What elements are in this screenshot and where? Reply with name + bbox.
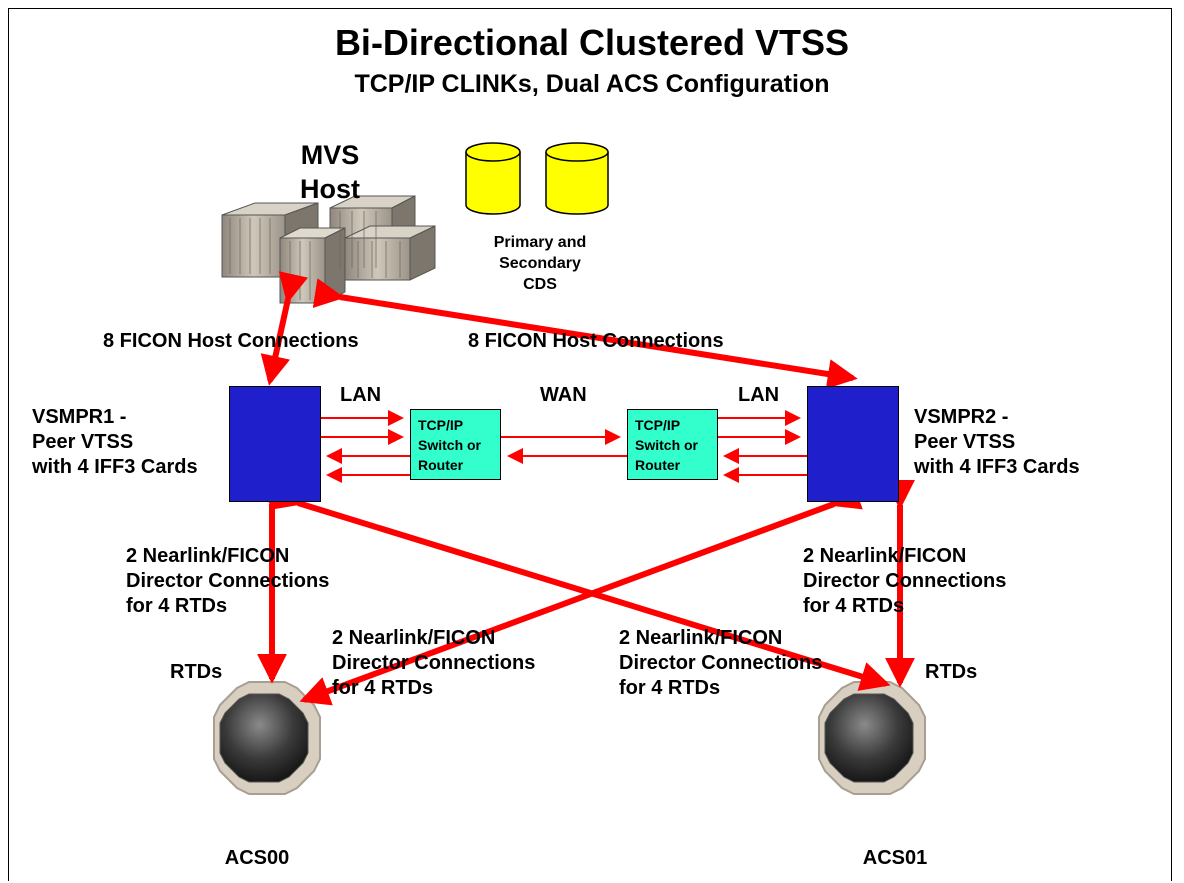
switch-left: TCP/IP Switch or Router [410, 409, 501, 480]
nearlink-label-line3: for 4 RTDs [803, 595, 905, 617]
host-link-left [260, 271, 309, 386]
vtss-left-label-line2: Peer VTSS [32, 431, 134, 453]
host-label: MVS Host [270, 138, 390, 206]
vtss-right-label: VSMPR2 - Peer VTSS with 4 IFF3 Cards [914, 405, 1080, 480]
nearlink-label-line2: Director Connections [803, 570, 1007, 592]
nearlink-label-line3: for 4 RTDs [619, 677, 721, 699]
lan-right-label: LAN [738, 384, 780, 406]
nearlink-label-line3: for 4 RTDs [126, 595, 228, 617]
rtds-right-label: RTDs [925, 661, 978, 683]
diagram-title: Bi-Directional Clustered VTSS [334, 22, 850, 63]
nearlink-label-line1: 2 Nearlink/FICON [126, 545, 290, 567]
cds-label-line1: Primary and [493, 234, 587, 251]
lan-left-label: LAN [340, 384, 382, 406]
vtss-left-label-line1: VSMPR1 - [32, 406, 127, 428]
acs00-library-icon [213, 681, 321, 795]
cds-label-line2: Secondary [499, 255, 581, 272]
switch-right-line2: Switch or [635, 437, 699, 453]
wan-label: WAN [540, 384, 587, 406]
acs01-label: ACS01 [862, 847, 928, 869]
mvs-host-icon [221, 195, 436, 304]
vtss-left-label: VSMPR1 - Peer VTSS with 4 IFF3 Cards [32, 405, 198, 480]
nearlink-label-line2: Director Connections [619, 652, 823, 674]
nearlink-label-line1: 2 Nearlink/FICON [332, 627, 496, 649]
switch-left-line3: Router [418, 457, 464, 473]
acs01-library-icon [818, 681, 926, 795]
switch-right-line1: TCP/IP [635, 417, 681, 433]
nearlink-label-line3: for 4 RTDs [332, 677, 434, 699]
nearlink-right-lower-label: 2 Nearlink/FICON Director Connections fo… [619, 626, 822, 701]
lan-links-left [320, 410, 410, 483]
diagram-subtitle: TCP/IP CLINKs, Dual ACS Configuration [354, 70, 830, 98]
nearlink-cross-right [299, 481, 863, 706]
rtds-left-label: RTDs [170, 661, 223, 683]
host-label-line1: MVS [300, 140, 360, 170]
nearlink-label-line1: 2 Nearlink/FICON [619, 627, 783, 649]
host-link-right [312, 278, 858, 389]
cds-disk-icon [465, 142, 521, 215]
cds-label-line3: CDS [523, 276, 557, 293]
cds-disk-icon [545, 142, 609, 215]
nearlink-left-lower-label: 2 Nearlink/FICON Director Connections fo… [332, 626, 535, 701]
vtss-right-label-line3: with 4 IFF3 Cards [914, 456, 1080, 478]
vtss-right-label-line2: Peer VTSS [914, 431, 1016, 453]
cds-label: Primary and Secondary CDS [470, 232, 610, 295]
switch-left-line1: TCP/IP [418, 417, 464, 433]
nearlink-label-line2: Director Connections [126, 570, 330, 592]
wan-links [501, 429, 627, 464]
host-connections-right-label: 8 FICON Host Connections [468, 330, 724, 352]
vtss-right-box [807, 386, 899, 502]
vtss-left-label-line3: with 4 IFF3 Cards [32, 456, 198, 478]
vtss-right-label-line1: VSMPR2 - [914, 406, 1009, 428]
switch-left-line2: Switch or [418, 437, 482, 453]
switch-right: TCP/IP Switch or Router [627, 409, 718, 480]
nearlink-label-line1: 2 Nearlink/FICON [803, 545, 967, 567]
vtss-left-box [229, 386, 321, 502]
lan-links-right [717, 410, 807, 483]
acs00-label: ACS00 [224, 847, 290, 869]
nearlink-left-upper-label: 2 Nearlink/FICON Director Connections fo… [126, 544, 329, 619]
diagram-frame [8, 8, 1172, 881]
host-connections-left-label: 8 FICON Host Connections [103, 330, 359, 352]
nearlink-label-line2: Director Connections [332, 652, 536, 674]
switch-right-line3: Router [635, 457, 681, 473]
nearlink-right-upper-label: 2 Nearlink/FICON Director Connections fo… [803, 544, 1006, 619]
host-label-line2: Host [300, 174, 360, 204]
